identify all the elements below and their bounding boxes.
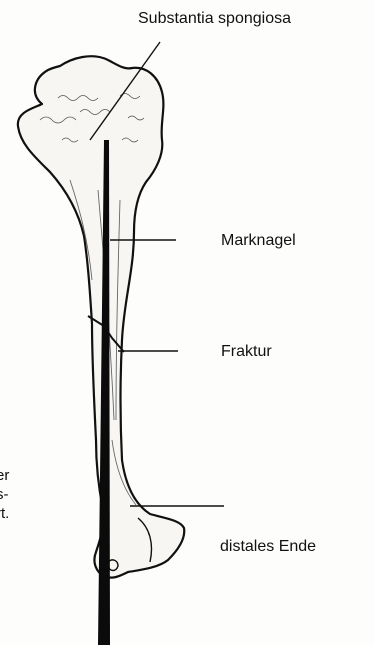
label-fraktur: Fraktur <box>221 343 272 361</box>
cut-off-text-line-3: rt. <box>0 504 9 523</box>
label-substantia-spongiosa: Substantia spongiosa <box>138 10 291 28</box>
label-distales-ende: distales Ende <box>220 538 316 556</box>
label-marknagel: Marknagel <box>221 232 296 250</box>
cut-off-text-line-1: er <box>0 466 9 485</box>
cut-off-text-line-2: s- <box>0 485 9 504</box>
